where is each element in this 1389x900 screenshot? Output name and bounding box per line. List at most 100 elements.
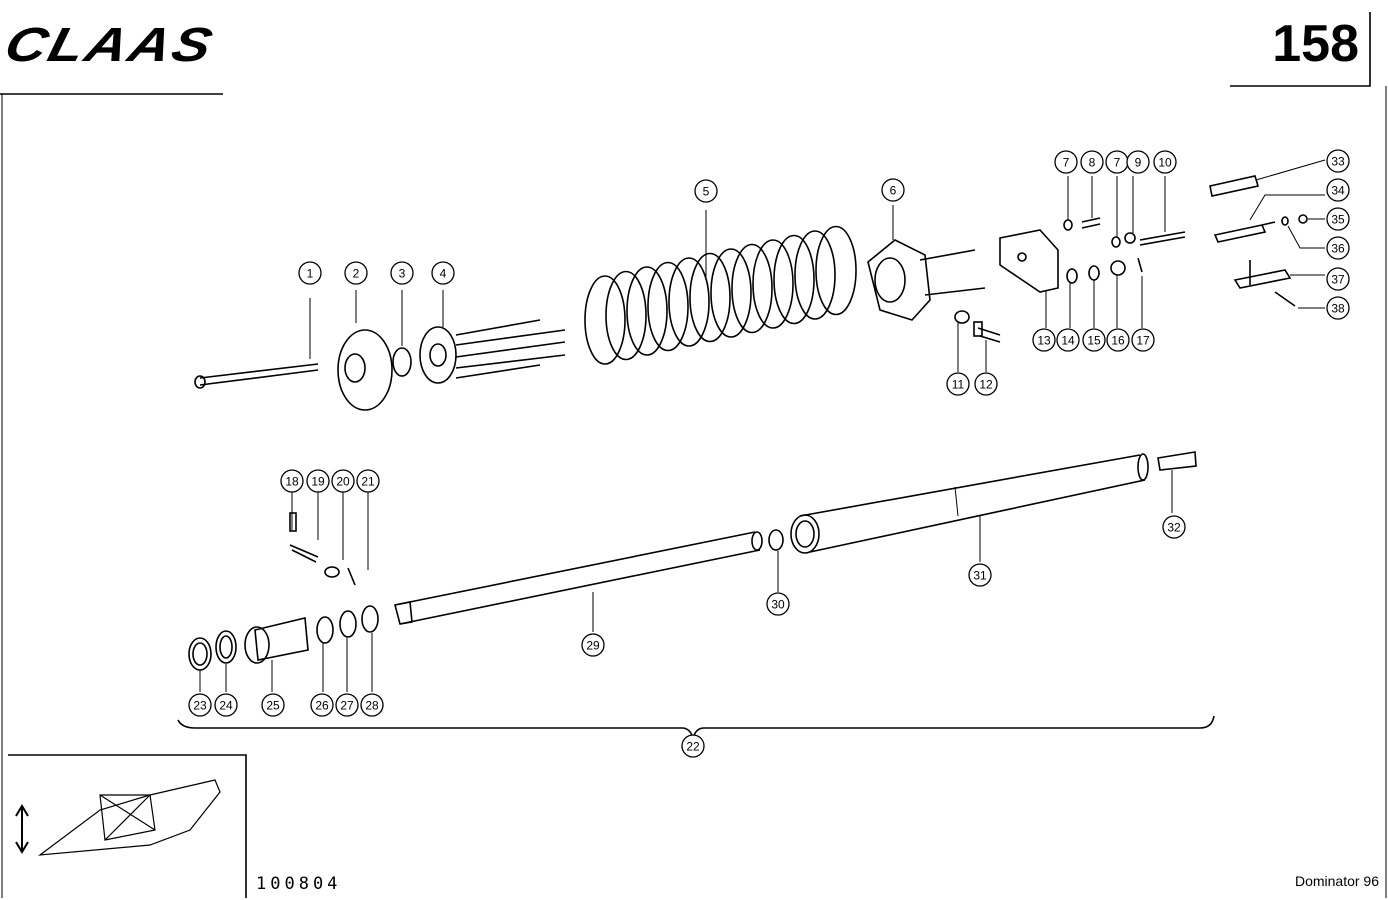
header-rule-right (1230, 12, 1371, 87)
vertical-double-arrow-icon (15, 804, 29, 854)
part-29-piston-rod (394, 531, 763, 632)
callout-16: 16 (1106, 328, 1130, 352)
callout-36: 36 (1326, 236, 1350, 260)
callout-13: 13 (1032, 328, 1056, 352)
callout-label: 2 (353, 267, 360, 281)
part-6-nut (867, 205, 986, 321)
callout-label: 34 (1331, 184, 1345, 198)
callout-label: 25 (266, 699, 280, 713)
fasteners-7-10 (1063, 176, 1186, 248)
callout-label: 23 (193, 699, 207, 713)
callout-9: 9 (1126, 150, 1150, 174)
callout-label: 27 (340, 699, 354, 713)
callout-label: 16 (1111, 334, 1125, 348)
callout-label: 1 (307, 267, 314, 281)
callout-35: 35 (1326, 207, 1350, 231)
part-12-screw (973, 321, 1001, 372)
spring-coil (626, 266, 668, 356)
callout-label: 17 (1136, 334, 1150, 348)
callout-label: 8 (1089, 156, 1096, 170)
parts-33-38-linkage (1209, 159, 1326, 309)
parts-18-21-pins (289, 490, 369, 586)
callout-32: 32 (1162, 515, 1186, 539)
spring-coil (710, 248, 752, 338)
part-30-ring (768, 529, 784, 551)
callout-label: 31 (973, 569, 987, 583)
callout-label: 6 (890, 184, 897, 198)
spring-coil (794, 230, 836, 320)
callout-label: 12 (979, 378, 993, 392)
callout-label: 11 (952, 378, 965, 392)
callout-1: 1 (298, 261, 322, 285)
callout-15: 15 (1082, 328, 1106, 352)
callout-5: 5 (694, 179, 718, 203)
callout-label: 3 (399, 267, 406, 281)
callout-26: 26 (310, 693, 334, 717)
callout-24: 24 (214, 693, 238, 717)
callout-7: 7 (1054, 150, 1078, 174)
part-31-cylinder (790, 453, 1149, 562)
callout-11: 11 (946, 372, 970, 396)
callout-23: 23 (188, 693, 212, 717)
callout-12: 12 (974, 372, 998, 396)
callout-label: 28 (365, 699, 379, 713)
callout-2: 2 (344, 261, 368, 285)
document-number: 100804 (256, 874, 342, 894)
spring-coil (689, 252, 731, 343)
callout-27: 27 (335, 693, 359, 717)
callout-34: 34 (1326, 178, 1350, 202)
parts-23-28-seals (188, 605, 379, 692)
callout-label: 24 (219, 699, 233, 713)
callout-label: 26 (315, 699, 329, 713)
spring-coil (815, 225, 857, 316)
callout-20: 20 (331, 469, 355, 493)
part-11-bushing (954, 310, 970, 372)
callout-37: 37 (1326, 267, 1350, 291)
callout-3: 3 (390, 261, 414, 285)
model-name: Dominator 96 (1294, 873, 1379, 889)
part-1-bolt (194, 298, 319, 389)
callout-label: 4 (440, 267, 447, 281)
callout-30: 30 (766, 592, 790, 616)
callout-29: 29 (581, 633, 605, 657)
callout-7: 7 (1105, 150, 1129, 174)
callout-label: 22 (686, 740, 700, 754)
callout-4: 4 (431, 261, 455, 285)
part-32-fitting (1157, 451, 1197, 513)
callout-22: 22 (681, 734, 705, 758)
callout-label: 20 (336, 475, 350, 489)
callout-label: 35 (1331, 213, 1345, 227)
spring-coil (647, 261, 689, 352)
part-2-disc (337, 290, 393, 411)
callout-8: 8 (1080, 150, 1104, 174)
fasteners-14-17 (1066, 257, 1143, 328)
spring-coil (731, 243, 773, 334)
callout-label: 29 (586, 639, 600, 653)
page-number: 158 (1272, 15, 1359, 73)
callout-25: 25 (261, 693, 285, 717)
callout-28: 28 (360, 693, 384, 717)
callout-31: 31 (968, 563, 992, 587)
spring-coil (668, 257, 710, 347)
callout-label: 18 (285, 475, 299, 489)
callout-38: 38 (1326, 296, 1350, 320)
location-thumbnail (8, 754, 247, 898)
callout-label: 30 (771, 598, 785, 612)
callout-10: 10 (1153, 150, 1177, 174)
part-13-plate (999, 229, 1059, 328)
callout-label: 14 (1061, 334, 1075, 348)
part-5-coil-spring (584, 225, 857, 365)
callout-6: 6 (881, 178, 905, 202)
assembly-22-bracket (177, 715, 1215, 741)
part-3-ring (392, 347, 412, 377)
callout-label: 10 (1158, 156, 1172, 170)
spring-coil (773, 234, 815, 325)
callout-label: 33 (1331, 155, 1345, 169)
callout-label: 36 (1331, 242, 1345, 256)
callout-label: 37 (1331, 273, 1345, 287)
callout-label: 38 (1331, 302, 1345, 316)
callout-label: 7 (1114, 156, 1121, 170)
